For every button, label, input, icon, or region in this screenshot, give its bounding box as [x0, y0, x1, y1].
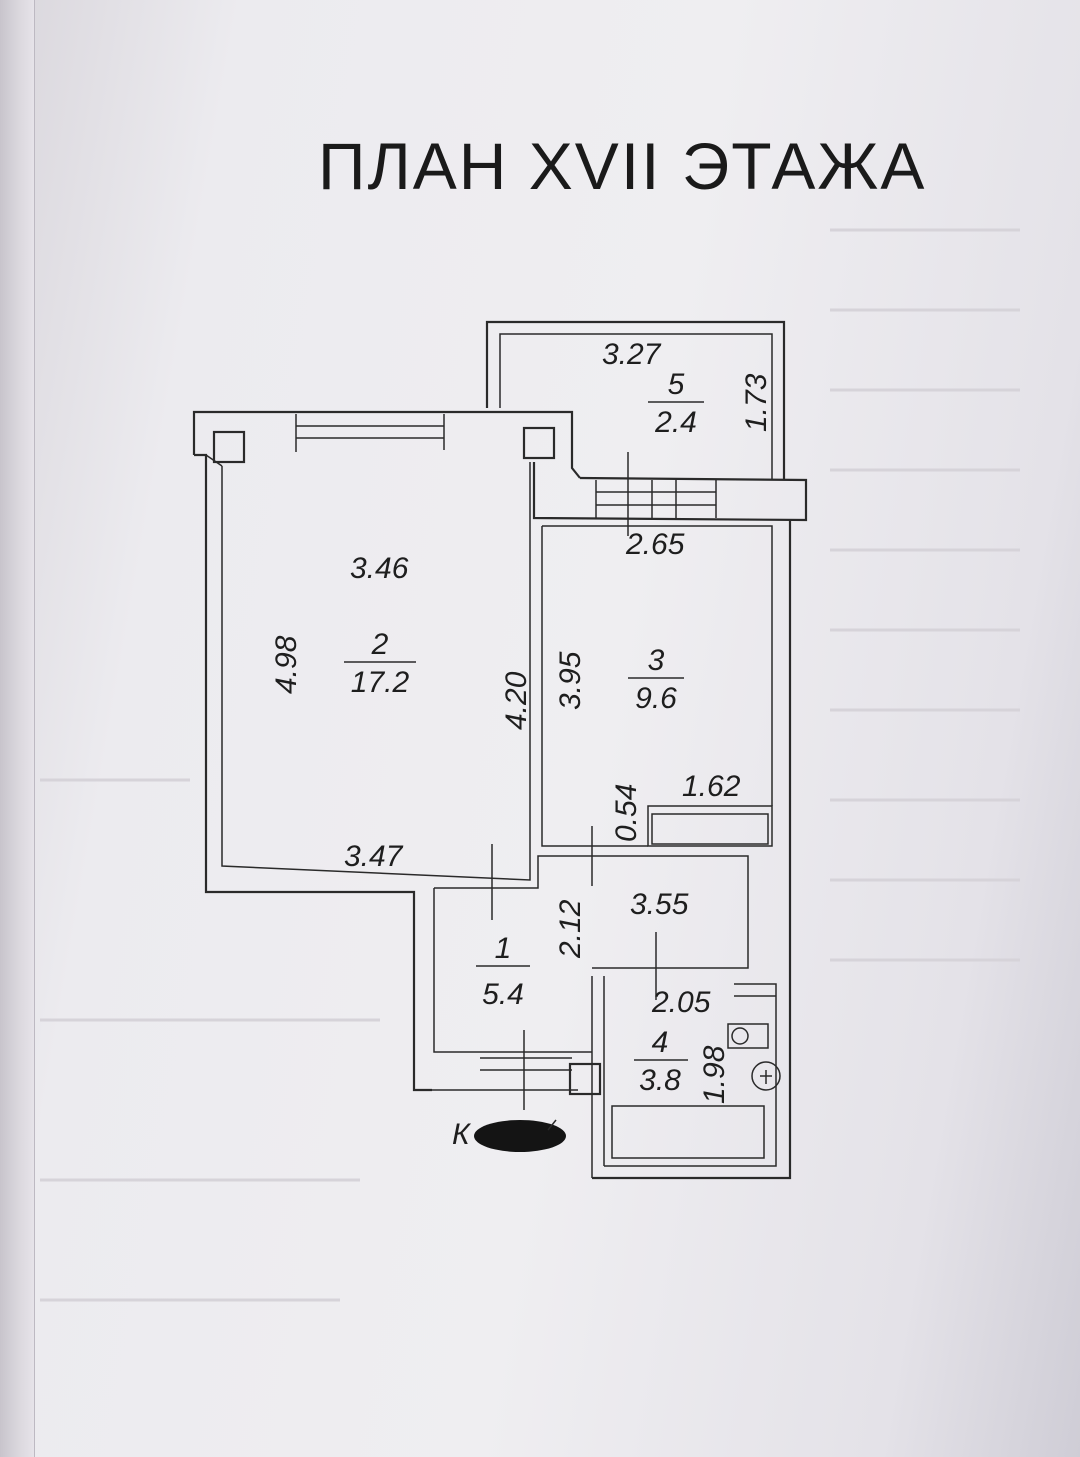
dim-room3-left: 3.95 [554, 651, 587, 710]
room-2-area: 17.2 [351, 666, 410, 699]
room-4-area: 3.8 [639, 1064, 681, 1097]
balcony-door-strip [532, 452, 808, 536]
dim-hall-height: 2.12 [554, 899, 587, 959]
dim-niche-depth: 0.54 [610, 784, 643, 842]
room-label-4: 4 3.8 [634, 1026, 688, 1097]
dim-room3-top: 2.65 [625, 528, 685, 561]
bleed-through-lines [40, 228, 1020, 1302]
room-5-number: 5 [668, 368, 685, 401]
page-title: ПЛАН XVII ЭТАЖА [318, 129, 927, 203]
top-window-strip [192, 410, 581, 479]
dim-room2-top: 3.46 [350, 552, 409, 585]
dim-room2-right: 4.20 [500, 671, 533, 730]
dim-balcony-width: 3.27 [602, 338, 662, 371]
balcony-outline [485, 320, 786, 480]
dim-room2-bottom: 3.47 [344, 840, 404, 873]
room-label-2: 2 17.2 [344, 628, 416, 699]
book-spine [0, 0, 35, 1457]
room-3-number: 3 [648, 644, 665, 677]
room-2-walls [194, 453, 531, 1092]
redaction-mark [474, 1120, 566, 1152]
room-5-area: 2.4 [654, 406, 697, 439]
room-4-number: 4 [652, 1026, 669, 1059]
room-1-area: 5.4 [482, 978, 524, 1011]
dim-hall-width: 3.55 [630, 888, 689, 921]
dim-bath-height: 1.98 [698, 1045, 731, 1104]
room-1-number: 1 [495, 932, 512, 965]
room-label-3: 3 9.6 [628, 644, 684, 715]
dimension-labels: 3.27 1.73 2.65 3.46 4.98 4.20 3.95 0.54 … [270, 338, 773, 1104]
room-3-walls [541, 520, 792, 1180]
entrance-label: К [452, 1118, 472, 1151]
room-label-1: 1 5.4 [476, 932, 530, 1011]
dim-closet-width: 1.62 [682, 770, 741, 803]
dim-balcony-depth: 1.73 [740, 373, 773, 432]
room-3-area: 9.6 [635, 682, 677, 715]
room-1-walls [432, 826, 749, 1110]
entrance-marker: К [452, 1118, 566, 1152]
room-label-5: 5 2.4 [648, 368, 704, 439]
dim-room2-left: 4.98 [270, 635, 303, 694]
room-2-number: 2 [371, 628, 389, 661]
room-4-walls [591, 976, 781, 1178]
dim-bath-width: 2.05 [651, 986, 711, 1019]
